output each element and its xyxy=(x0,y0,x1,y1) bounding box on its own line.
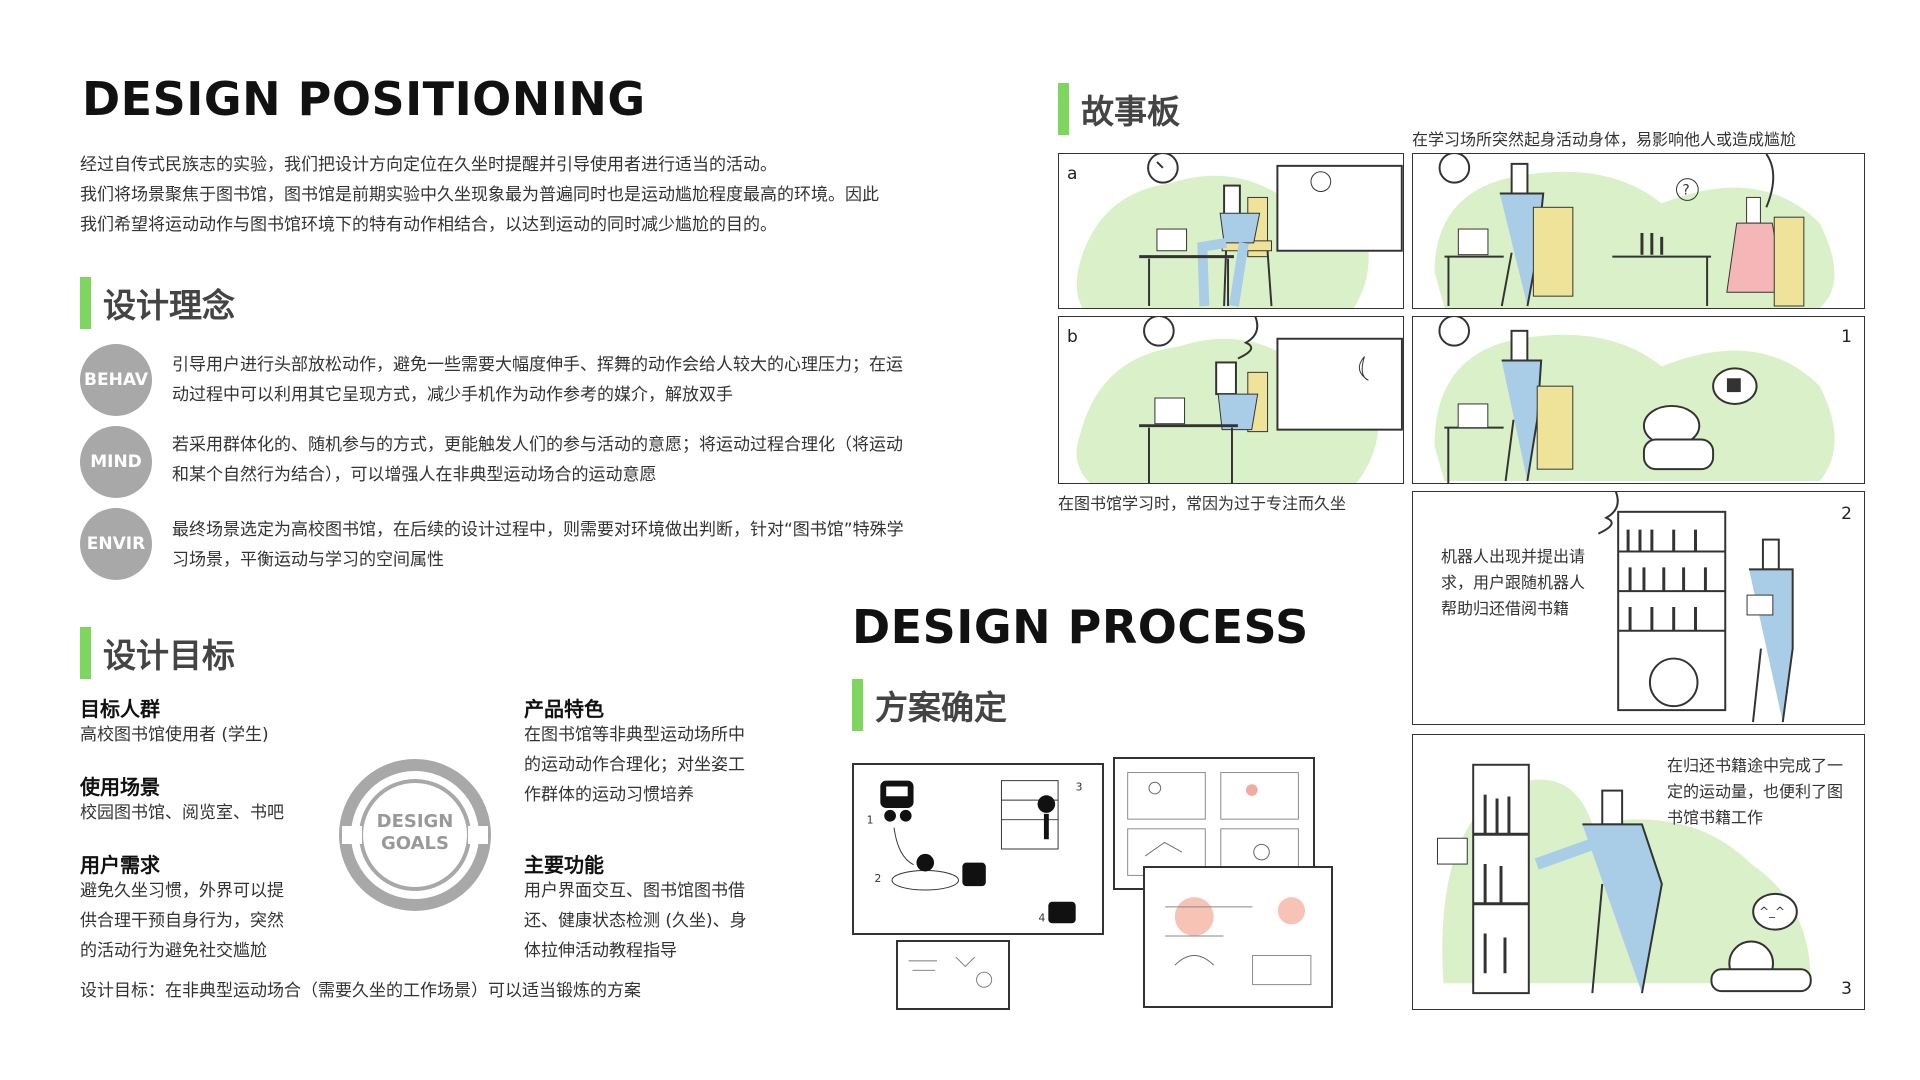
features-text: 在图书馆等非典型运动场所中 的运动动作合理化；对坐姿工 作群体的运动习惯培养 xyxy=(524,725,745,805)
story-panel-2: 机器人出现并提出请 求，用户跟随机器人 帮助归还借阅书籍 2 xyxy=(1412,491,1865,725)
needs-title: 用户需求 xyxy=(80,853,160,877)
sketch-drawing xyxy=(1165,897,1312,986)
storyboard-top-caption: 在学习场所突然起身活动身体，易影响他人或造成尴尬 xyxy=(1412,130,1797,149)
functions-title: 主要功能 xyxy=(524,853,604,877)
sketch-drawing: 1 2 3 4 xyxy=(867,780,1083,924)
panel-a-right-drawing: ? xyxy=(1434,154,1835,308)
design-goals-ring: DESIGN GOALS xyxy=(336,756,494,914)
story-panel-a: a xyxy=(1058,153,1404,309)
concept-heading: 设计理念 xyxy=(80,277,235,329)
story-panel-a-right: ? xyxy=(1412,153,1865,309)
process-subheading: 方案确定 xyxy=(852,679,1007,731)
ring-icon xyxy=(339,759,491,911)
svg-text:2: 2 xyxy=(874,872,881,885)
envir-badge: ENVIR xyxy=(80,508,152,580)
envir-text: 最终场景选定为高校图书馆，在后续的设计过程中，则需要对环境做出判断，针对“图书馆… xyxy=(172,520,904,570)
behav-text: 引导用户进行头部放松动作，避免一些需要大幅度伸手、挥舞的动作会给人较大的心理压力… xyxy=(172,355,903,405)
goals-heading: 设计目标 xyxy=(80,627,235,679)
positioning-title: DESIGN POSITIONING xyxy=(82,72,656,128)
svg-text:4: 4 xyxy=(1039,911,1046,924)
needs-text: 避免久坐习惯，外界可以提 供合理干预自身行为，突然 的活动行为避免社交尴尬 xyxy=(80,881,284,961)
svg-text:3: 3 xyxy=(1076,780,1083,793)
panel-3-label: 3 xyxy=(1841,979,1852,999)
scenario-text: 校园图书馆、阅览室、书吧 xyxy=(80,803,284,823)
story-panel-1: 1 xyxy=(1412,316,1865,484)
panel-2-text: 机器人出现并提出请 求，用户跟随机器人 帮助归还借阅书籍 xyxy=(1441,547,1586,618)
sketch-small-bottom xyxy=(896,940,1010,1010)
panel-2-drawing xyxy=(1597,492,1794,723)
story-panel-3: ^_^ 在归还书籍途中完成了一 定的运动量，也便利了图 书馆书籍工作 3 xyxy=(1412,734,1865,1010)
behav-badge: BEHAV xyxy=(80,344,152,416)
process-title: DESIGN PROCESS xyxy=(852,600,1319,656)
sketch-drawing xyxy=(1127,772,1299,876)
panel-1-drawing xyxy=(1434,317,1835,483)
mind-badge: MIND xyxy=(80,426,152,498)
positioning-intro: 经过自传式民族志的实验，我们把设计方向定位在久坐时提醒并引导使用者进行适当的活动… xyxy=(80,155,879,235)
features-title: 产品特色 xyxy=(524,697,604,721)
panel-a-label: a xyxy=(1067,164,1078,184)
sketch-drawing xyxy=(908,956,993,988)
svg-text:?: ? xyxy=(1682,182,1689,198)
svg-text:1: 1 xyxy=(867,814,874,827)
storyboard-heading: 故事板 xyxy=(1058,83,1180,135)
panel-b-label: b xyxy=(1067,327,1078,347)
panel-1-label: 1 xyxy=(1841,327,1852,347)
goals-summary: 设计目标：在非典型运动场合（需要久坐的工作场景）可以适当锻炼的方案 xyxy=(80,981,641,1001)
sketch-notes xyxy=(1143,866,1333,1008)
panel-b-drawing xyxy=(1076,317,1403,483)
target-users-text: 高校图书馆使用者 (学生) xyxy=(80,725,269,745)
panel-3-drawing: ^_^ xyxy=(1436,763,1812,995)
scenario-title: 使用场景 xyxy=(80,775,160,799)
svg-text:^_^: ^_^ xyxy=(1759,905,1785,919)
panel-3-text: 在归还书籍途中完成了一 定的运动量，也便利了图 书馆书籍工作 xyxy=(1667,756,1844,827)
target-users-title: 目标人群 xyxy=(80,697,160,721)
sketch-robot-flow: 1 2 3 4 xyxy=(852,763,1104,935)
mind-text: 若采用群体化的、随机参与的方式，更能触发人们的参与活动的意愿；将运动过程合理化（… xyxy=(172,435,903,485)
panel-2-label: 2 xyxy=(1841,504,1852,524)
design-goals-label: DESIGN GOALS xyxy=(376,811,454,854)
story-panel-b: b xyxy=(1058,316,1404,484)
panel-a-drawing xyxy=(1076,154,1403,308)
storyboard-left-caption: 在图书馆学习时，常因为过于专注而久坐 xyxy=(1058,494,1347,513)
functions-text: 用户界面交互、图书馆图书借 还、健康状态检测 (久坐)、身 体拉伸活动教程指导 xyxy=(524,881,747,961)
